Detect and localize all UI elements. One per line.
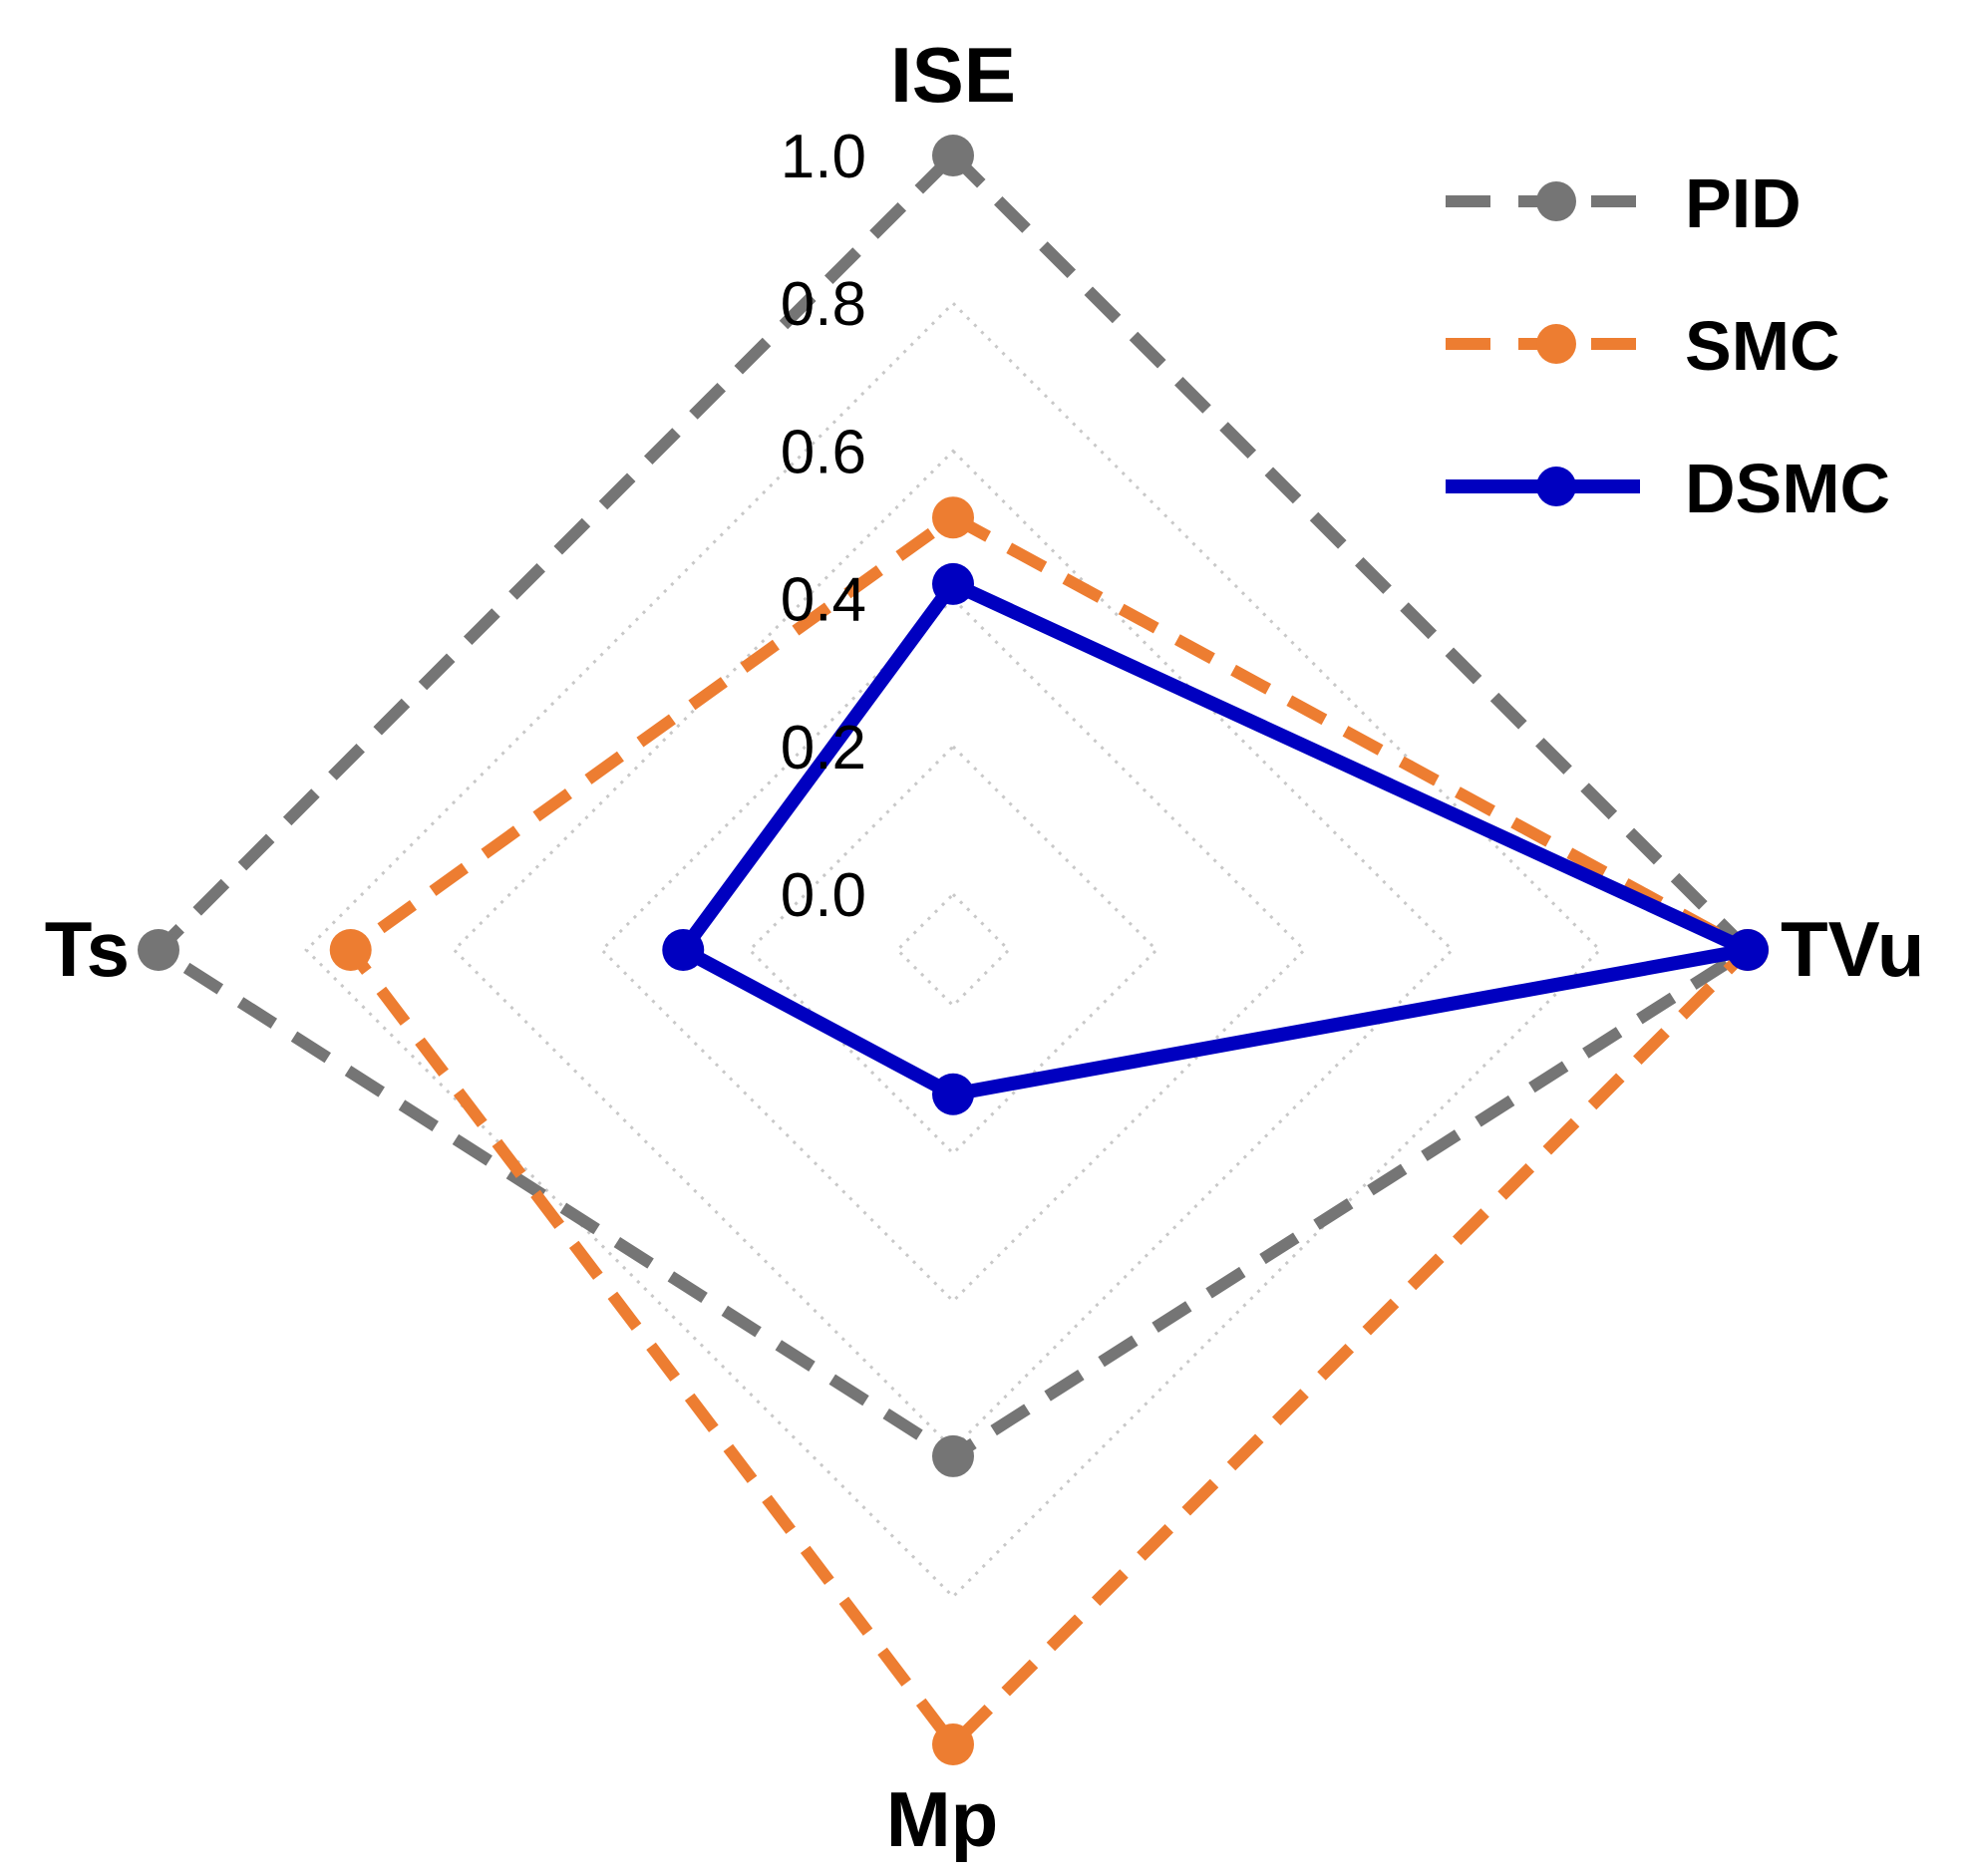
tick-label: 0.4 (781, 566, 866, 635)
series-dsmc (662, 562, 1769, 1115)
series-line-smc (344, 511, 1754, 1750)
axis-label-ise: ISE (890, 31, 1016, 119)
data-point-pid-ise (932, 135, 974, 176)
grid-ring (452, 449, 1455, 1451)
data-point-smc-ts (329, 929, 372, 971)
data-point-smc-ise (932, 496, 974, 539)
grid-ring (304, 301, 1602, 1599)
tick-label: 0.2 (781, 714, 866, 782)
series-line-dsmc (676, 576, 1755, 1101)
legend-marker-smc (1536, 324, 1576, 364)
tick-label: 0.6 (781, 418, 866, 486)
tick-label: 1.0 (781, 123, 866, 191)
series-pid (138, 135, 1769, 1477)
tick-label: 0.0 (781, 861, 866, 930)
series-line-pid (153, 150, 1754, 1462)
legend-item-dsmc: DSMC (1446, 450, 1890, 527)
grid-ring (895, 892, 1011, 1008)
data-point-smc-mp (932, 1723, 974, 1765)
data-point-dsmc-ts (662, 929, 705, 971)
legend-item-smc: SMC (1446, 307, 1840, 385)
series-smc (329, 496, 1769, 1765)
data-point-dsmc-ise (932, 562, 974, 605)
data-point-dsmc-tvu (1727, 929, 1769, 971)
series-layer (138, 135, 1769, 1765)
data-point-dsmc-mp (932, 1073, 974, 1115)
grid-ring (747, 744, 1159, 1156)
legend: PID SMC DSMC (1446, 164, 1890, 527)
legend-label-pid: PID (1685, 164, 1802, 242)
tick-label: 0.8 (781, 270, 866, 339)
data-point-pid-ts (138, 929, 179, 971)
axis-label-tvu: TVu (1781, 905, 1924, 993)
legend-label-smc: SMC (1685, 307, 1840, 385)
legend-item-pid: PID (1446, 164, 1802, 242)
axis-label-mp: Mp (886, 1775, 999, 1863)
grid-layer (304, 301, 1602, 1599)
tick-labels: 0.0 0.2 0.4 0.6 0.8 1.0 (781, 123, 866, 930)
axis-label-ts: Ts (45, 905, 130, 993)
legend-marker-dsmc (1536, 467, 1576, 506)
legend-marker-pid (1536, 181, 1576, 221)
grid-ring (599, 596, 1307, 1304)
legend-label-dsmc: DSMC (1685, 450, 1890, 527)
data-point-pid-mp (932, 1434, 974, 1477)
